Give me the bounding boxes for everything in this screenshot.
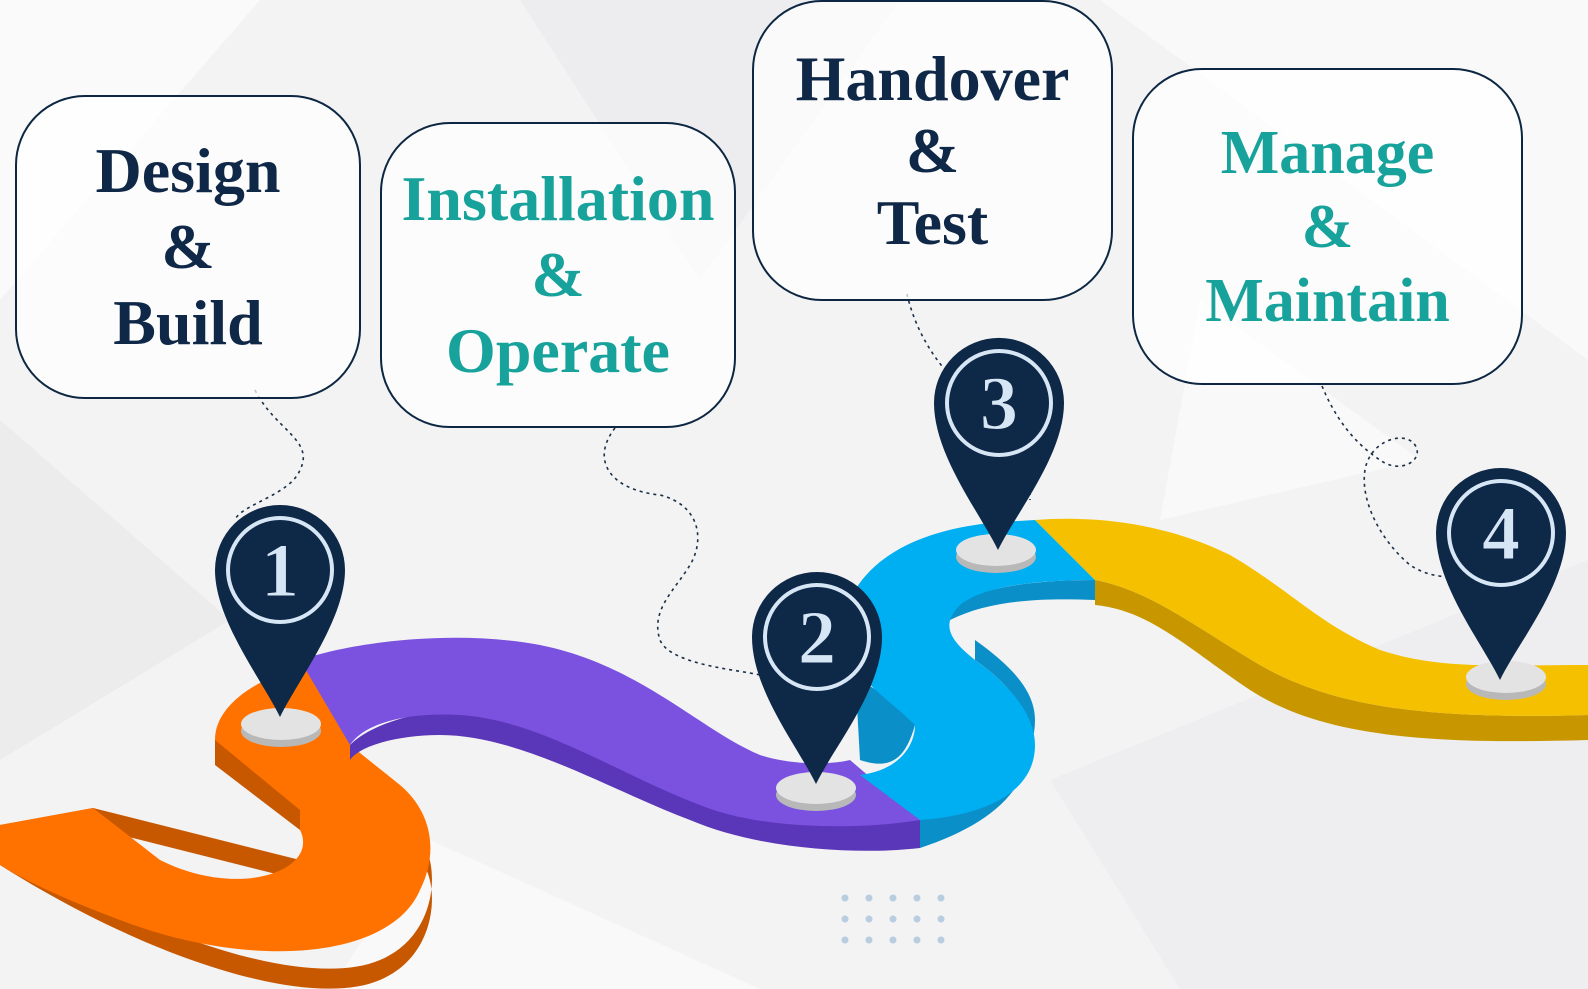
pin-number-3: 3 (980, 362, 1018, 446)
step-1-callout: Design & Build (15, 95, 361, 399)
step-2-callout: Installation & Operate (380, 122, 736, 428)
step-4-line-1: Manage (1220, 118, 1435, 187)
step-1-line-1: Design (95, 135, 281, 206)
pin-4 (1436, 468, 1566, 680)
pin-3 (934, 337, 1064, 550)
road-segment-3 (848, 520, 1095, 848)
step-3-line-2: & (905, 114, 960, 186)
step-4-line-3: Maintain (1205, 266, 1450, 335)
pin-number-2: 2 (798, 596, 836, 680)
connector-2 (603, 427, 761, 676)
step-3-callout: Handover & Test (752, 0, 1113, 301)
pin-number-1: 1 (261, 529, 299, 613)
step-2-line-1: Installation (401, 163, 715, 234)
step-2-line-3: Operate (446, 315, 670, 386)
connector-1 (234, 389, 304, 521)
road-segment-1 (0, 660, 432, 989)
dot-grid (841, 894, 945, 944)
connector-4 (1321, 385, 1456, 578)
step-1-line-3: Build (113, 287, 263, 358)
connector-3 (906, 293, 951, 376)
road-segment-2 (300, 637, 920, 851)
step-1-line-2: & (161, 211, 215, 282)
pin-bases (241, 534, 1546, 811)
pin-2 (752, 572, 882, 784)
pin-number-4: 4 (1482, 492, 1520, 576)
step-4-callout: Manage & Maintain (1132, 68, 1523, 385)
step-4-line-2: & (1301, 192, 1354, 261)
road-segment-4 (1035, 518, 1588, 742)
pin-1 (215, 505, 345, 717)
step-3-line-1: Handover (795, 42, 1070, 114)
step-3-line-3: Test (876, 186, 989, 258)
step-2-line-2: & (531, 239, 585, 310)
